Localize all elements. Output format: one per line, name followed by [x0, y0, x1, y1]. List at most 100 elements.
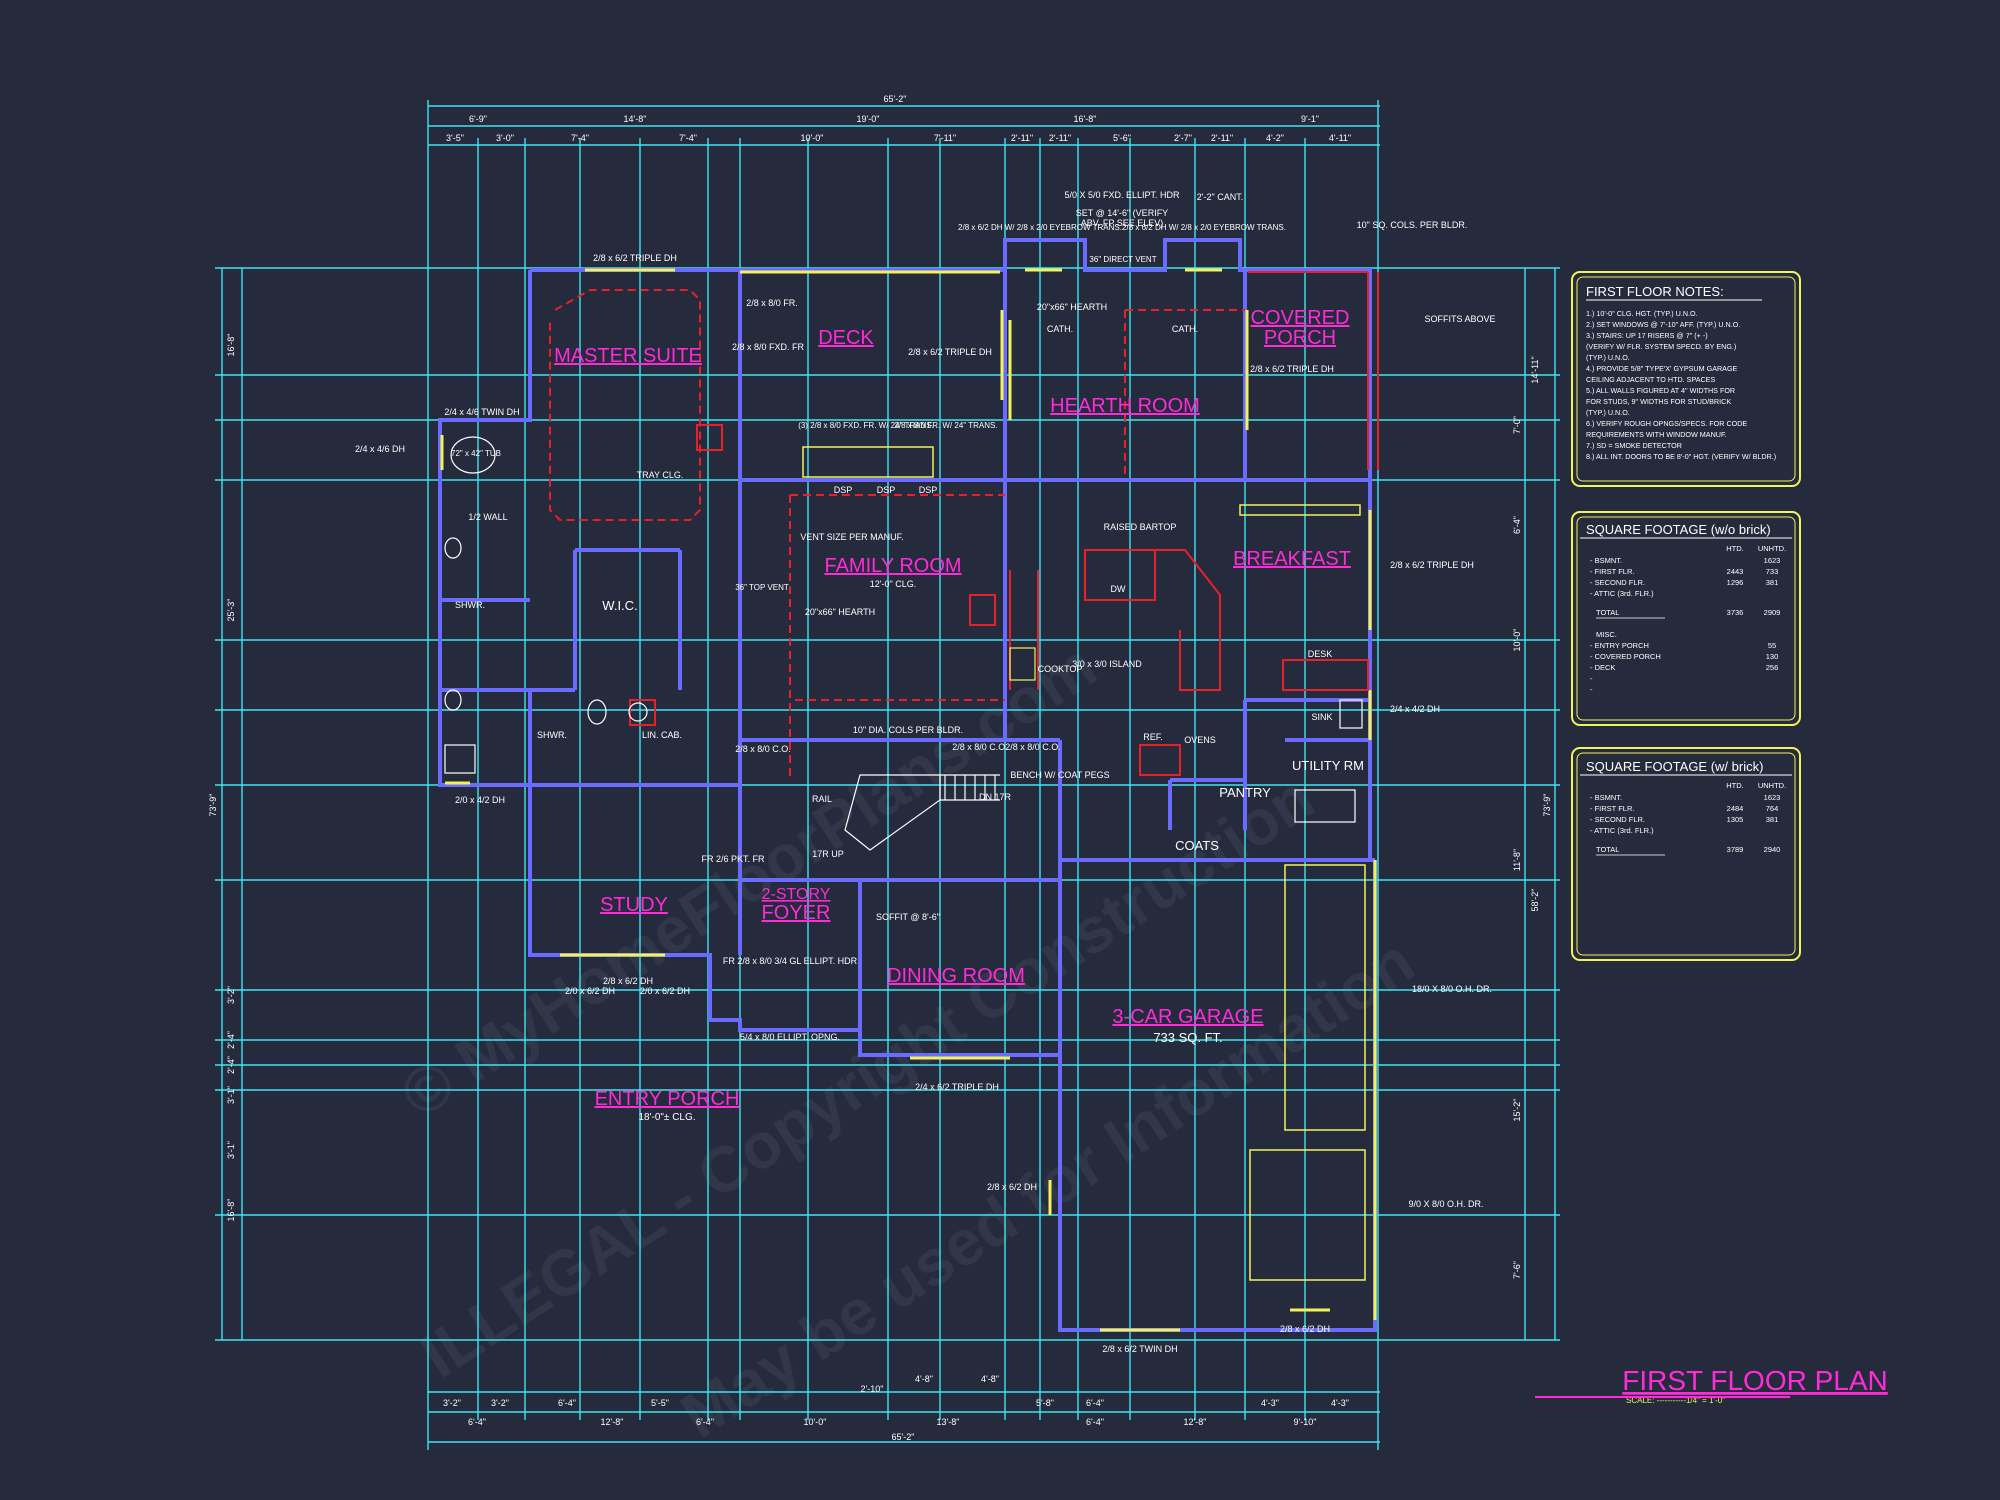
- dim-top: 4'-11": [1329, 133, 1351, 143]
- row-label: - SECOND FLR.: [1590, 578, 1645, 587]
- cell-value: 1296: [1727, 578, 1744, 587]
- total-value: 3736: [1727, 608, 1744, 617]
- annotation: 2/8 x 6/2 DH: [603, 976, 653, 986]
- row-label: - ATTIC (3rd. FLR.): [1590, 589, 1654, 598]
- dim-top: 2'-11": [1049, 133, 1071, 143]
- note-item: FOR STUDS, 9" WIDTHS FOR STUD/BRICK: [1586, 397, 1731, 406]
- cooktop-icon: [1009, 647, 1036, 681]
- dim-bottom: 6'-4": [1086, 1417, 1104, 1427]
- dim-bottom: 12'-8": [601, 1417, 624, 1427]
- annotation: 18/0 X 8/0 O.H. DR.: [1412, 984, 1492, 994]
- annotation: 36" TOP VENT: [735, 583, 789, 592]
- annotation: RAIL: [812, 794, 832, 804]
- annotation: 2/8 x 6/2 DH W/ 2/8 x 2/0 EYEBROW TRANS.: [958, 223, 1122, 232]
- annotations: 2/8 x 6/2 TRIPLE DH 2/4 x 4/6 TWIN DH 2/…: [355, 190, 1496, 1354]
- cell-value: 1623: [1764, 556, 1781, 565]
- annotation: 2/8 x 6/2 TWIN DH: [1102, 1344, 1177, 1354]
- cell-value: 381: [1766, 578, 1779, 587]
- dim-right: 15'-2": [1512, 1099, 1522, 1122]
- annotation: FR 2/6 PKT. FR: [701, 854, 765, 864]
- annotation: 2/8 x 6/2 TRIPLE DH: [1390, 560, 1474, 570]
- annotation: 2/8 x 8/0 FXD. FR: [732, 342, 805, 352]
- dim-bottom: 12'-8": [1184, 1417, 1207, 1427]
- cell-value: 2443: [1727, 567, 1744, 576]
- dim-left: 3'-1": [226, 1141, 236, 1159]
- annotation: SOFFIT @ 8'-6": [876, 912, 940, 922]
- annotation: 2/0 x 6/2 DH: [640, 986, 690, 996]
- hidden-lines: [549, 271, 1379, 780]
- cell-value: 381: [1766, 815, 1779, 824]
- room-foyer: 2-STORY: [762, 886, 831, 903]
- annotation: FR 2/8 x 8/0 3/4 GL ELLIPT. HDR: [723, 956, 858, 966]
- bottom-dimensions: 3'-2" 3'-2" 6'-4" 5'-5" 2'-10" 4'-8" 4'-…: [443, 1374, 1349, 1442]
- dim-top: 4'-2": [1266, 133, 1284, 143]
- column-header: UNHTD.: [1758, 781, 1786, 790]
- annotation: 2/8 x 6/2 DH: [1280, 1324, 1330, 1334]
- dim-left: 2'-4": [226, 1031, 236, 1049]
- dim-top: 2'-7": [1174, 133, 1192, 143]
- note-item: 2.) SET WINDOWS @ 7'-10" AFF. (TYP.) U.N…: [1586, 320, 1740, 329]
- dim-bottom: 2'-10": [861, 1384, 884, 1394]
- annotation: DSP: [919, 485, 938, 495]
- dim-bottom: 3'-2": [443, 1398, 461, 1408]
- dim-left-overall: 73'-9": [208, 794, 218, 817]
- annotation: 2/0 x 6/2 DH: [565, 986, 615, 996]
- annotation: COOKTOP: [1038, 664, 1083, 674]
- annotation: 2/8 x 8/0 FR.: [746, 298, 798, 308]
- sink-icon: [1339, 699, 1363, 729]
- annotation: LIN. CAB.: [642, 730, 682, 740]
- room-wic: W.I.C.: [602, 598, 637, 613]
- cell-value: 764: [1766, 804, 1779, 813]
- annotation: 17R UP: [812, 849, 844, 859]
- garage-sqft: 733 SQ. FT.: [1153, 1030, 1222, 1045]
- annotation: SET @ 14'-6" (VERIFY: [1076, 208, 1168, 218]
- dim-top-overall: 65'-2": [884, 94, 907, 104]
- room-foyer: FOYER: [762, 902, 831, 924]
- top-dimensions: 65'-2" 6'-9" 14'-8" 19'-0" 16'-8" 9'-1" …: [446, 94, 1351, 143]
- dim-top: 7'-11": [934, 133, 956, 143]
- dim-bottom: 6'-4": [696, 1417, 714, 1427]
- dim-bottom: 6'-4": [468, 1417, 486, 1427]
- row-label: - ATTIC (3rd. FLR.): [1590, 826, 1654, 835]
- room-family-room: FAMILY ROOM: [824, 555, 961, 577]
- annotation: 2/8 x 6/2 DH W/ 2/8 x 2/0 EYEBROW TRANS.: [1122, 223, 1286, 232]
- dim-right: 11'-8": [1512, 849, 1522, 871]
- note-item: REQUIREMENTS WITH WINDOW MANUF.: [1586, 430, 1727, 439]
- cell-value: 2484: [1727, 804, 1744, 813]
- entry-porch-ceiling: 18'-0"± CLG.: [638, 1112, 695, 1123]
- note-item: (VERIFY W/ FLR. SYSTEM SPECD. BY ENG.): [1586, 342, 1736, 351]
- dim-right: 14'-11": [1530, 356, 1540, 383]
- dim-bottom: 5'-5": [651, 1398, 669, 1408]
- cell-value: 130: [1766, 652, 1779, 661]
- annotation: RAISED BARTOP: [1104, 522, 1177, 532]
- total-value: 2940: [1764, 845, 1781, 854]
- left-dimensions: 16'-8" 25'-3" 3'-2" 2'-4" 2'-4" 3'-1" 3'…: [208, 334, 236, 1222]
- dim-bottom: 10'-0": [804, 1417, 827, 1427]
- room-study: STUDY: [600, 894, 668, 916]
- drawing-scale: SCALE: -----------1/4" = 1'-0": [1626, 1396, 1725, 1405]
- right-dimensions: 14'-11" 7'-0" 6'-4" 10'-0" 11'-8" 15'-2"…: [1512, 356, 1552, 1279]
- dim-right: 7'-6": [1512, 1261, 1522, 1279]
- annotation: 2/8 x 8/0 C.O.: [735, 744, 791, 754]
- note-item: 1.) 10'-0" CLG. HGT. (TYP.) U.N.O.: [1586, 309, 1698, 318]
- dim-top: 14'-8": [624, 114, 647, 124]
- notes-list: 1.) 10'-0" CLG. HGT. (TYP.) U.N.O. 2.) SE…: [1586, 309, 1776, 461]
- annotation: SHWR.: [537, 730, 567, 740]
- annotation: 2/8 x 6/2 DH: [987, 1182, 1037, 1192]
- annotation: CATH.: [1047, 324, 1073, 334]
- annotation: 2/8 x 8/0 C.O.: [1005, 742, 1061, 752]
- annotation: DSP: [877, 485, 896, 495]
- room-breakfast: BREAKFAST: [1233, 548, 1351, 570]
- note-item: 8.) ALL INT. DOORS TO BE 8'-0" HGT. (VER…: [1586, 452, 1776, 461]
- room-sublabels: 733 SQ. FT. 18'-0"± CLG. UTILITY RM PANT…: [602, 598, 1725, 1405]
- room-labels: MASTER SUITE DECK COVERED PORCH HEARTH R…: [554, 307, 1888, 1396]
- annotation: ABV. FP SEE ELEV): [1081, 218, 1164, 228]
- annotation: 2/8 x 6/2 TRIPLE DH: [593, 253, 677, 263]
- note-item: (TYP.) U.N.O.: [1586, 353, 1630, 362]
- dim-left: 3'-2": [226, 986, 236, 1004]
- annotation: 20"x66" HEARTH: [805, 607, 875, 617]
- toilet-tank-icon: [444, 744, 476, 774]
- annotation: 3/0 x 3/0 ISLAND: [1072, 659, 1142, 669]
- annotation: 2/4 x 4/6 DH: [355, 444, 405, 454]
- row-label: - BSMNT.: [1590, 793, 1622, 802]
